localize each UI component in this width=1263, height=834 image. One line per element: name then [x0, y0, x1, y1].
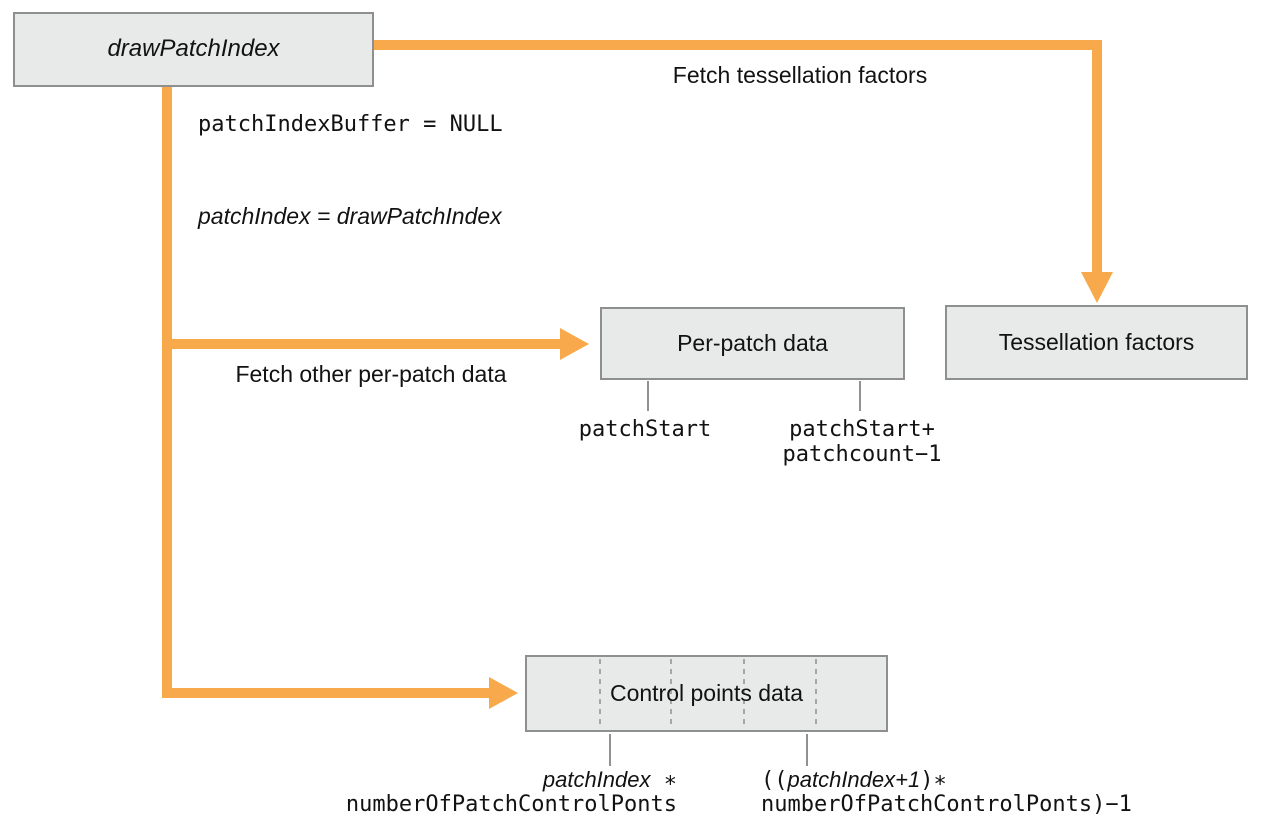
node-per-patch-data: Per-patch data	[600, 307, 905, 380]
node-tessellation-factors: Tessellation factors	[945, 305, 1248, 380]
arrow-control-points-head	[489, 677, 518, 709]
node-control-points-data: Control points data	[525, 655, 888, 732]
node-per-patch-data-label: Per-patch data	[677, 329, 828, 356]
control-points-divider	[599, 659, 601, 728]
edge-label-fetch-tessellation: Fetch tessellation factors	[672, 62, 928, 88]
annotation-patch-index-buffer: patchIndexBuffer = NULL	[198, 112, 503, 137]
annotation-control-points-end: ((patchIndex+1)∗numberOfPatchControlPont…	[761, 767, 1132, 817]
annotation-patch-start: patchStart	[578, 417, 712, 442]
arrow-fetch-per-patch-head	[560, 328, 589, 360]
node-tessellation-factors-label: Tessellation factors	[998, 328, 1195, 355]
control-points-divider	[670, 659, 672, 728]
control-points-divider	[743, 659, 745, 728]
annotation-patch-index-assign: patchIndex = drawPatchIndex	[198, 203, 502, 229]
arrow-fetch-tessellation-line	[374, 40, 1102, 274]
arrow-control-points-line	[162, 87, 490, 698]
arrow-fetch-tessellation-head	[1081, 272, 1113, 303]
control-points-divider	[815, 659, 817, 728]
edge-label-fetch-per-patch: Fetch other per-patch data	[235, 361, 507, 387]
node-draw-patch-index-label: drawPatchIndex	[107, 35, 280, 63]
node-draw-patch-index: drawPatchIndex	[13, 12, 374, 87]
node-control-points-data-label: Control points data	[609, 679, 804, 706]
annotation-patch-end: patchStart+patchcount−1	[782, 417, 942, 467]
annotation-control-points-start: patchIndex ∗numberOfPatchControlPonts	[345, 767, 677, 817]
